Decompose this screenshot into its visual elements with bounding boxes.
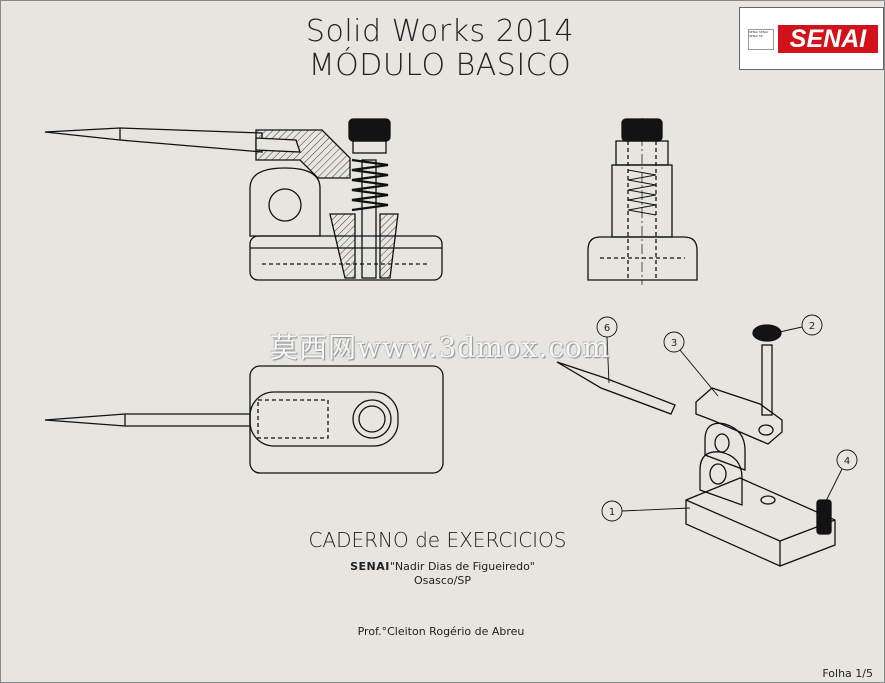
logo-small-text: SENAI SENAI SENAI SP [748,29,774,50]
school-name: "Nadir Dias de Figueiredo" [389,560,535,573]
sheet-number: Folha 1/5 [822,667,873,680]
balloon-6: 6 [604,323,610,334]
isometric-view [556,324,836,567]
balloon-numbers: 1 2 3 4 6 [604,321,850,518]
title-line-1: Solid Works 2014 [305,14,575,49]
title-line-2: MÓDULO BASICO [308,48,572,83]
school-brand: SENAI [350,560,390,573]
senai-logo: SENAI SENAI SENAI SP SENAI [739,7,884,70]
balloon-1: 1 [609,507,615,518]
school-city: Osasco/SP [414,574,471,587]
watermark: 莫西网www.3dmox.com [270,331,611,364]
logo-brand-text: SENAI [778,25,878,53]
top-view [44,365,444,474]
professor-name: Prof.°Cleiton Rogério de Abreu [357,625,525,638]
front-section-view [44,118,443,281]
part-balloons [596,314,858,522]
side-view [587,118,698,285]
caderno-title: CADERNO de EXERCICIOS [308,528,567,552]
school-line: SENAI"Nadir Dias de Figueiredo" [0,560,885,573]
balloon-4: 4 [844,456,850,467]
balloon-2: 2 [809,321,815,332]
balloon-3: 3 [671,338,677,349]
